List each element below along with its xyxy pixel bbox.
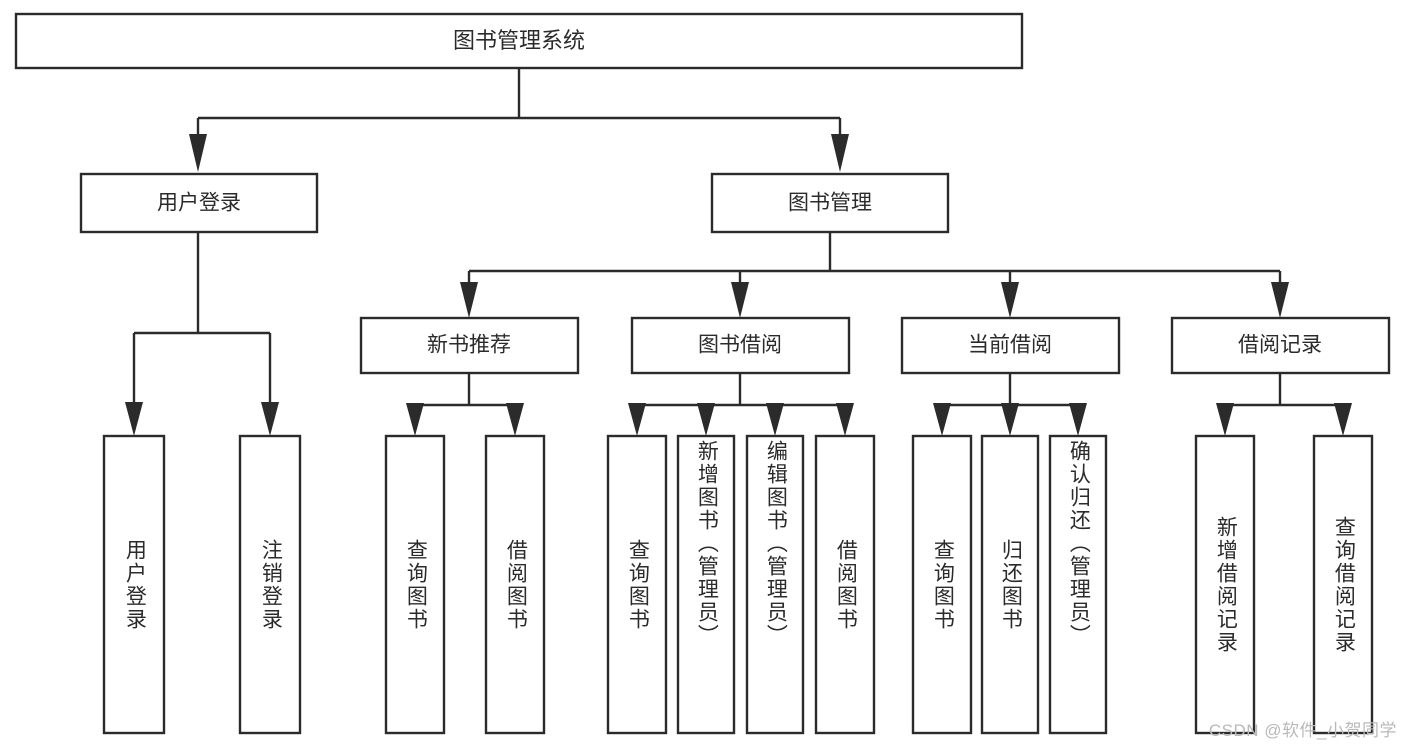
node-root[interactable]: 图书管理系统 — [14, 12, 1024, 70]
node-leaf-query-record-box[interactable] — [1312, 434, 1374, 735]
node-user-login-box[interactable] — [79, 172, 319, 234]
arrowhead-leaf-borrow-book-1 — [506, 403, 524, 436]
connector-group-newbookrec-to-leaves — [406, 373, 524, 436]
connector-group-bookborrow-to-leaves — [628, 373, 854, 436]
node-book-borrow-label: 图书借阅 — [698, 334, 782, 357]
node-leaf-add-record-box[interactable] — [1194, 434, 1256, 735]
node-leaf-user-login-box[interactable] — [102, 434, 166, 735]
arrowhead-leaf-add-record — [1216, 403, 1234, 436]
node-leaf-borrow-book-1-box[interactable] — [484, 434, 546, 735]
arrowhead-to-user-login — [189, 134, 207, 172]
arrowhead-leaf-query-record — [1334, 403, 1352, 436]
node-user-login-label: 用户登录 — [157, 192, 241, 215]
arrowhead-leaf-query-book-2 — [628, 403, 646, 436]
node-new-book-rec-label: 新书推荐 — [427, 334, 511, 357]
node-current-borrow[interactable]: 当前借阅 — [900, 316, 1121, 375]
connector-group-userlogin-to-leaves — [125, 232, 279, 436]
connector-group-borrowrecord-to-leaves — [1216, 373, 1352, 436]
node-leaf-add-book-box[interactable] — [676, 434, 736, 735]
arrowhead-to-book-manage — [831, 134, 849, 172]
node-leaf-confirm-return-box[interactable] — [1048, 434, 1108, 735]
node-borrow-record-box[interactable] — [1170, 316, 1391, 375]
node-leaf-query-book-3-box[interactable] — [911, 434, 973, 735]
arrowhead-leaf-logout — [261, 402, 279, 436]
node-leaf-borrow-book-2-box[interactable] — [814, 434, 876, 735]
node-current-borrow-label: 当前借阅 — [968, 334, 1052, 357]
csdn-watermark: CSDN @软件_小贺同学 — [1208, 721, 1397, 740]
connector-group-currentborrow-to-leaves — [933, 373, 1087, 436]
node-new-book-rec[interactable]: 新书推荐 — [359, 316, 580, 375]
node-new-book-rec-box[interactable] — [359, 316, 580, 375]
node-leaf-logout-box[interactable] — [238, 434, 302, 735]
node-borrow-record-label: 借阅记录 — [1238, 334, 1322, 357]
node-leaf-return-book-box[interactable] — [980, 434, 1040, 735]
arrowhead-current-borrow — [1001, 282, 1019, 318]
node-book-manage-box[interactable] — [710, 172, 950, 234]
arrowhead-leaf-edit-book — [766, 403, 784, 436]
node-user-login[interactable]: 用户登录 — [79, 172, 319, 234]
connector-group-root-to-level2 — [189, 68, 849, 172]
node-current-borrow-box[interactable] — [900, 316, 1121, 375]
arrowhead-leaf-query-book-1 — [406, 403, 424, 436]
node-root-box[interactable] — [14, 12, 1024, 70]
node-leaf-query-book-2-box[interactable] — [606, 434, 668, 735]
arrowhead-leaf-return-book — [1001, 403, 1019, 436]
arrowhead-leaf-borrow-book-2 — [836, 403, 854, 436]
node-root-label: 图书管理系统 — [453, 28, 585, 53]
node-book-manage-label: 图书管理 — [788, 192, 872, 215]
node-leaf-edit-book-box[interactable] — [745, 434, 805, 735]
node-leaf-query-book-1-box[interactable] — [384, 434, 446, 735]
arrowhead-leaf-add-book — [697, 403, 715, 436]
arrowhead-borrow-record — [1271, 282, 1289, 318]
arrowhead-leaf-user-login — [125, 402, 143, 436]
arrowhead-leaf-query-book-3 — [933, 403, 951, 436]
node-borrow-record[interactable]: 借阅记录 — [1170, 316, 1391, 375]
connector-group-bookmanage-to-level3 — [460, 232, 1289, 318]
arrowhead-leaf-confirm-return — [1069, 403, 1087, 436]
node-book-manage[interactable]: 图书管理 — [710, 172, 950, 234]
arrowhead-book-borrow — [731, 282, 749, 318]
node-book-borrow[interactable]: 图书借阅 — [630, 316, 851, 375]
arrowhead-new-book-rec — [460, 282, 478, 318]
node-book-borrow-box[interactable] — [630, 316, 851, 375]
